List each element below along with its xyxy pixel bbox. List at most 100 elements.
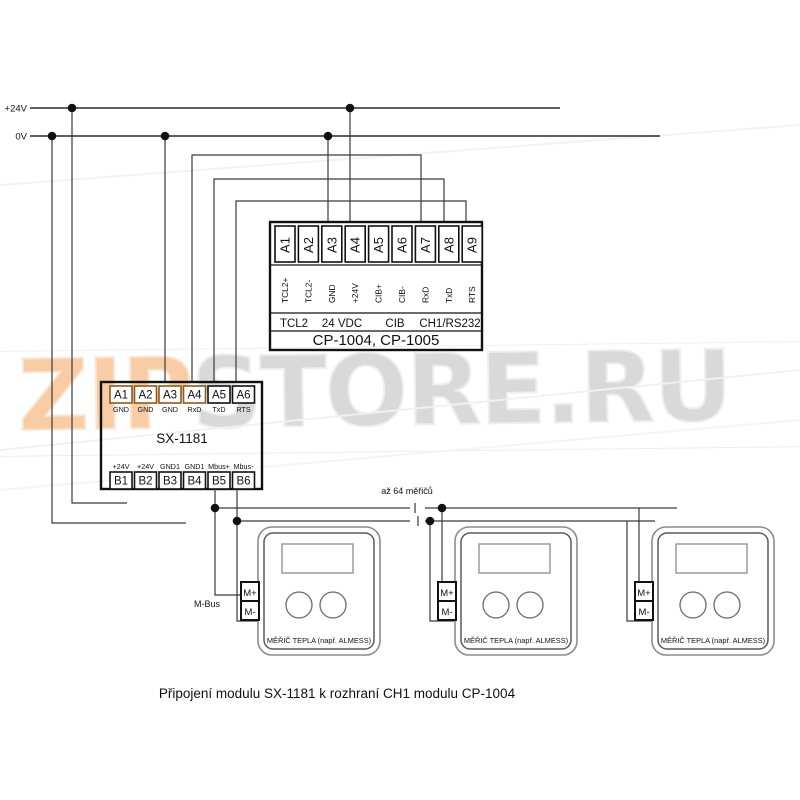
sx-terminal-b4[interactable] [182,471,207,490]
meter-terminal-minus: M- [441,607,452,618]
cp-signal-label-a3: GND [327,284,337,303]
sx-terminal-a3[interactable] [158,385,182,404]
sx-signal-label-a4: RxD [188,405,202,414]
junction-dot [210,503,220,513]
cp-signal-label-a7: RxD [420,287,430,303]
cp-terminal-label-a7: A7 [418,237,433,253]
cp-terminal-a9[interactable] [461,225,484,263]
meter-device: M+M-MĚŘIČ TEPLA (např. ALMESS) [240,526,381,656]
cp-terminal-label-a8: A8 [441,237,456,253]
sx-signal-label-a3: GND [162,405,178,414]
sx-signal-label-b5: Mbus+ [208,462,230,471]
sx-terminal-b1[interactable] [109,471,133,490]
cp-terminal-label-a5: A5 [371,237,386,253]
sx-signal-label-b2: +24V [137,462,154,471]
cp-group-label-3: CH1/RS232 [419,318,480,330]
sx-terminal-label-b3: B3 [163,476,177,488]
cp-terminal-label-a3: A3 [324,237,339,253]
sx-terminal-a1[interactable] [109,385,133,404]
meter-device: M+ M- MĚŘIČ TEPLA (např. ALMESS) [634,526,775,656]
sx-signal-label-b6: Mbus- [234,462,255,471]
cp-terminal-a2[interactable] [297,225,320,263]
sx-terminal-label-a3: A3 [163,390,177,402]
cp-terminal-label-a1: A1 [278,237,293,253]
junction-dot [425,516,435,526]
rail-label-0: +24V [5,104,28,115]
rail-drops [51,108,351,524]
cp-signal-label-a6: CIB- [397,286,407,303]
junction-dot [67,103,77,113]
sx-signal-label-b4: GND1 [185,462,205,471]
junction-dot [345,103,355,113]
cp-model-label: CP-1004, CP-1005 [313,332,440,349]
sx-terminal-b5[interactable] [207,471,231,490]
sx-terminal-label-a5: A5 [212,390,226,402]
power-rails [30,107,660,137]
sx-module-name: SX-1181 [156,431,208,446]
sx-signal-label-b3: GND1 [160,462,180,471]
meter-terminal-minus: M- [638,607,649,618]
junction-dot [47,131,57,141]
mbus-label: M-Bus [194,599,221,609]
cp-terminal-label-a4: A4 [348,237,363,253]
sx-terminal-a6[interactable] [231,385,256,404]
sx-signal-label-b1: +24V [113,462,130,471]
wire-rts [235,200,467,382]
sx-terminal-b6[interactable] [231,471,256,490]
cp-terminal-label-a2: A2 [301,237,316,253]
meter-caption: MĚŘIČ TEPLA (např. ALMESS) [267,636,371,645]
sx-terminal-a2[interactable] [133,385,158,404]
sx-terminal-b3[interactable] [158,471,182,490]
cp-terminal-a3[interactable] [320,225,343,263]
junction-dot [160,131,170,141]
cp-terminal-label-a6: A6 [395,237,410,253]
meter-terminal-plus: M+ [637,588,651,599]
wire-rxd [191,154,422,382]
wire-txd [213,178,445,382]
cp-module-body [268,220,484,352]
sx-signal-label-a5: TxD [212,405,225,414]
rail-label-1: 0V [15,132,27,143]
wire-0v-to-b3 [51,136,186,524]
sx-terminal-a4[interactable] [182,385,207,404]
cp-terminal-label-a9: A9 [465,237,480,253]
diagram-caption: Připojení modulu SX-1181 k rozhraní CH1 … [159,686,516,701]
sx-terminal-label-a2: A2 [138,390,152,402]
meter-terminal-minus: M- [244,607,255,618]
sx-terminal-label-a6: A6 [236,390,250,402]
cp-terminal-a4[interactable] [344,225,367,263]
cp-group-label-0: TCL2 [280,318,308,330]
sx-terminal-b2[interactable] [133,471,158,490]
sx-terminal-label-b6: B6 [236,476,250,488]
wire-24v-to-b1 [71,108,127,504]
sx-terminal-label-a4: A4 [187,390,202,402]
sx-terminal-a5[interactable] [207,385,231,404]
junction-dot [437,503,447,513]
meter-caption: MĚŘIČ TEPLA (např. ALMESS) [661,636,765,645]
sx-terminal-label-b1: B1 [114,476,128,488]
cp-signal-label-a1: TCL2+ [280,278,290,303]
cp-group-label-2: CIB [385,318,405,330]
serial-bracket-wires [191,154,467,382]
meter-caption: MĚŘIČ TEPLA (např. ALMESS) [464,636,568,645]
cp-terminal-a7[interactable] [414,225,437,263]
sx-signal-label-a2: GND [138,405,154,414]
mbus-trunk: až 64 měřičů M-Bus [194,486,677,609]
cp-terminal-a8[interactable] [437,225,460,263]
junction-dots [47,103,447,526]
cp-terminal-a6[interactable] [391,225,413,263]
cp-terminal-a5[interactable] [367,225,390,263]
cp-signal-label-a9: RTS [467,286,477,303]
cp-signal-label-a4: +24V [350,283,360,303]
sx-terminal-label-b2: B2 [138,476,152,488]
cp-terminal-a1[interactable] [274,225,296,263]
sx-signal-label-a1: GND [113,405,129,414]
cp-signal-label-a5: CIB+ [374,284,384,303]
junction-dot [232,516,242,526]
sx-signal-label-a6: RTS [236,405,250,414]
sx-terminal-label-a1: A1 [114,390,128,402]
